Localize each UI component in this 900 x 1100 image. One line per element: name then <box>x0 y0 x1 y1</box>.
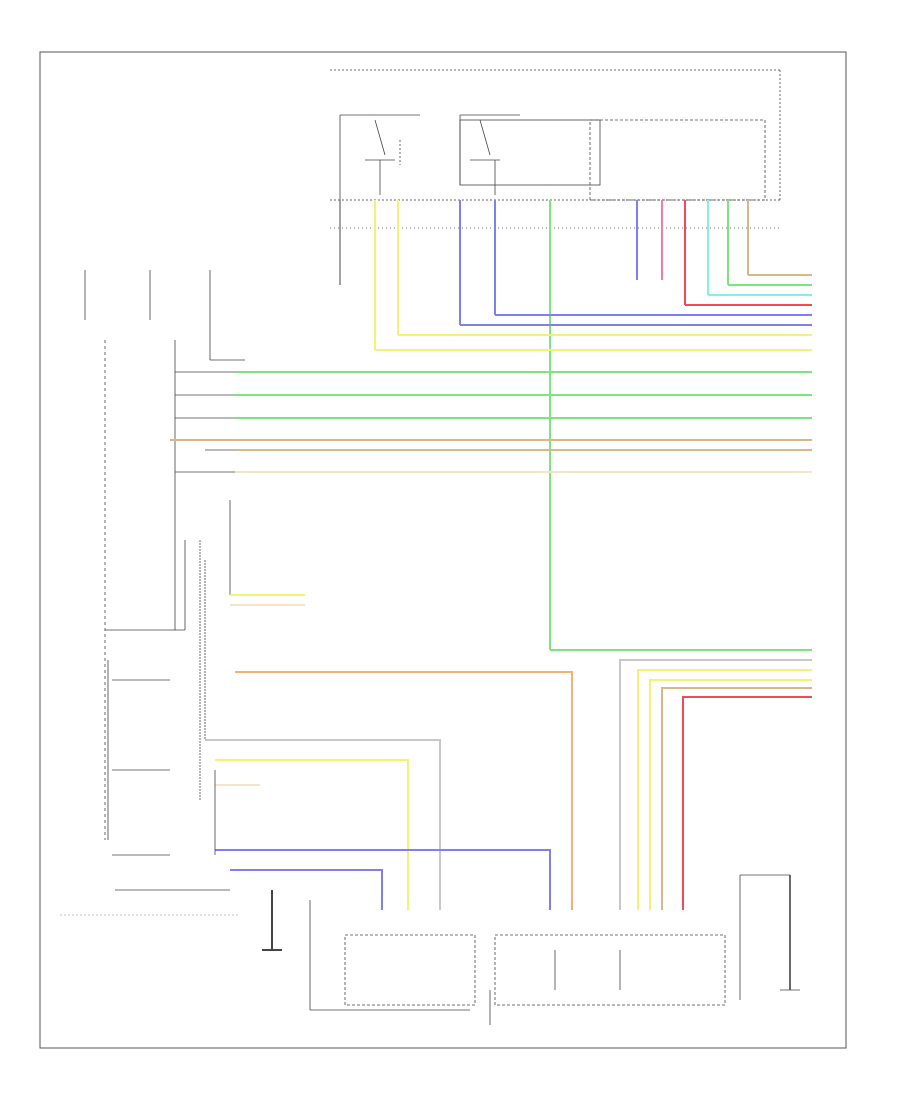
lower-right-bundle <box>619 659 812 910</box>
left-fuses <box>84 270 245 361</box>
lower-switch-wires <box>205 739 551 910</box>
upper-wire-bundle <box>375 274 812 351</box>
middle-wire-bundle <box>170 371 812 473</box>
bottom-components <box>262 874 800 1025</box>
top-connector-row <box>330 199 780 229</box>
orange-wire <box>235 671 573 910</box>
ground-stub <box>229 500 305 606</box>
top-fuse-box <box>330 69 781 201</box>
top-vertical-wires <box>339 200 749 650</box>
diagram-frame <box>39 51 847 1049</box>
left-control-module <box>104 340 230 891</box>
